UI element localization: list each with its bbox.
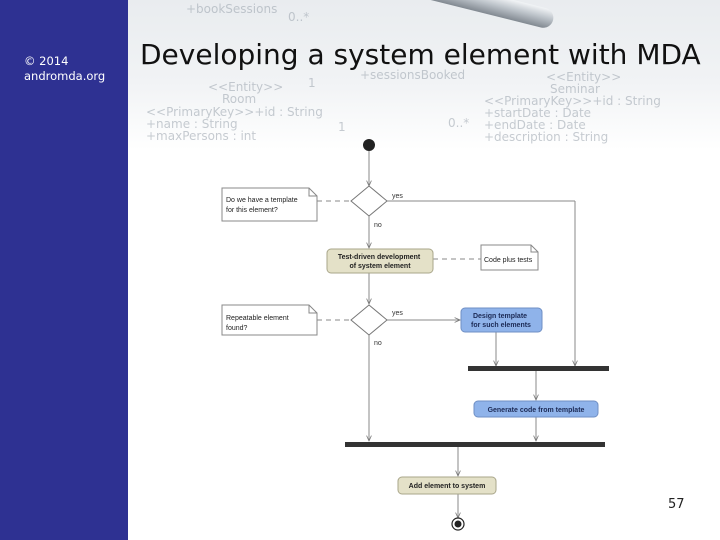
- activity-diagram: yes no yes no Do we have a template for …: [221, 139, 609, 531]
- bg-text: <<Entity>>: [208, 80, 284, 94]
- guard-no-2: no: [374, 340, 382, 347]
- note-connectors: [317, 200, 481, 321]
- bg-text: Seminar: [550, 82, 600, 96]
- bg-text: 1: [338, 120, 346, 134]
- bg-text: +endDate : Date: [484, 118, 586, 132]
- flow-lines: [369, 151, 575, 518]
- bg-text: +sessionsBooked: [360, 68, 466, 82]
- note-repeatable-line2: found?: [226, 325, 248, 332]
- decision-repeatable: [350, 304, 388, 336]
- note-code-plus-tests: Code plus tests: [480, 244, 539, 271]
- svg-text:Do we have a template fo: Do we have a template for this element?: [226, 197, 300, 214]
- join-bar: [345, 442, 605, 447]
- note-repeatable-question: Repeatable element found?: [221, 304, 318, 336]
- action-tdd: Test-driven development of system elemen…: [326, 248, 434, 274]
- guard-yes-2: yes: [392, 310, 403, 317]
- bg-text: <<Entity>>: [546, 70, 622, 84]
- guard-no-1: no: [374, 222, 382, 229]
- decision-template: [350, 185, 388, 217]
- start-node: [363, 139, 375, 151]
- slide-title: Developing a system element with MDA: [140, 38, 701, 71]
- note-template-line2: for this element?: [226, 207, 278, 214]
- action-design-line1: Design template: [473, 313, 527, 320]
- bg-text: <<PrimaryKey>>+id : String: [146, 105, 323, 119]
- copyright: © 2014 andromda.org: [24, 54, 105, 84]
- note-repeatable-line1: Repeatable element: [226, 315, 289, 322]
- header-background-image: +bookSessions <<Entity>> Room <<PrimaryK…: [128, 0, 720, 150]
- action-design-line2: for such elements: [471, 322, 531, 329]
- action-add-element-text: Add element to system: [409, 483, 486, 490]
- action-design-template: Design template for such elements: [460, 307, 543, 333]
- sidebar: © 2014 andromda.org: [0, 0, 128, 540]
- page-number: 57: [668, 497, 685, 512]
- bg-text: +maxPersons : int: [146, 129, 257, 143]
- svg-text:Repeatable element found: Repeatable element found?: [226, 315, 291, 332]
- action-tdd-line2: of system element: [349, 263, 411, 270]
- end-node: [451, 517, 465, 531]
- bg-text: 1: [308, 76, 316, 90]
- copyright-site: andromda.org: [24, 69, 106, 83]
- note-template-line1: Do we have a template: [226, 197, 298, 204]
- bg-text: +name : String: [146, 117, 238, 131]
- bg-text: +description : String: [484, 130, 609, 144]
- action-generate-code-text: Generate code from template: [488, 407, 585, 414]
- svg-text:Test-driven development: Test-driven development of system elemen…: [338, 254, 422, 270]
- copyright-year: © 2014: [24, 54, 69, 68]
- svg-text:Design template for such: Design template for such elements: [471, 313, 531, 329]
- bg-text: 0..*: [448, 116, 470, 130]
- bg-text: Room: [222, 92, 257, 106]
- action-generate-code: Generate code from template: [473, 400, 599, 418]
- bg-text: <<PrimaryKey>>+id : String: [484, 94, 661, 108]
- bg-text: +bookSessions: [186, 2, 278, 16]
- action-add-element: Add element to system: [397, 476, 497, 495]
- guard-yes-1: yes: [392, 193, 403, 200]
- bg-text: +startDate : Date: [484, 106, 592, 120]
- action-tdd-line1: Test-driven development: [338, 254, 421, 261]
- note-template-question: Do we have a template for this element?: [221, 187, 318, 222]
- bg-text: 0..*: [288, 10, 310, 24]
- note-code-plus-tests-text: Code plus tests: [484, 257, 533, 264]
- fork-bar: [468, 366, 609, 371]
